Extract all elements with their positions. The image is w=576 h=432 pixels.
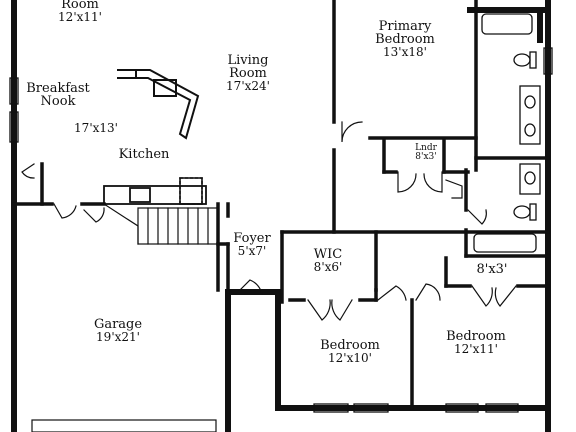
room-label-kitchen: Kitchen [119, 148, 170, 161]
room-label-bedroom-right: Bedroom 12'x11' [446, 330, 506, 355]
room-name: Room [61, 0, 99, 12]
exterior-walls [11, 0, 551, 432]
room-name: Bedroom [320, 338, 380, 353]
room-dims: 12'x11' [454, 342, 498, 356]
room-label-closet: 8'x3' [476, 263, 507, 276]
staircase [103, 203, 219, 245]
room-name: Primary Bedroom [375, 19, 435, 47]
kitchen-counter [103, 177, 207, 205]
room-name: Living Room [227, 53, 269, 81]
room-name: Kitchen [118, 147, 170, 162]
room-name: WIC [313, 247, 343, 262]
room-dims: 12'x11' [58, 10, 102, 24]
room-label-bedroom-left: Bedroom 12'x10' [320, 339, 380, 364]
room-label-foyer: Foyer 5'x7' [233, 232, 270, 257]
room-label-wic: WIC 8'x6' [314, 248, 343, 273]
room-dims: 13'x18' [383, 45, 427, 59]
room-label-primary-bedroom: Primary Bedroom 13'x18' [375, 20, 435, 58]
room-dims: 17'x13' [74, 121, 118, 135]
bath-fixtures [473, 13, 541, 253]
room-name: Foyer [233, 231, 271, 246]
room-label-top: Room 12'x11' [58, 0, 102, 23]
room-name: Breakfast Nook [26, 81, 90, 109]
room-dims: 8'x3' [476, 262, 508, 277]
room-dims: 12'x10' [328, 351, 372, 365]
doors [21, 121, 517, 432]
room-name: Bedroom [446, 329, 506, 344]
room-name: Garage [93, 317, 143, 332]
room-dims: 17'x24' [226, 79, 270, 93]
room-dims-breakfast-nook: 17'x13' [74, 122, 118, 134]
kitchen-island [117, 69, 200, 140]
room-dims: 8'x6' [313, 260, 343, 274]
interior-walls [12, 0, 550, 410]
room-label-laundry: Lndr 8'x3' [415, 144, 437, 162]
room-label-garage: Garage 19'x21' [94, 318, 142, 343]
room-dims: 8'x3' [415, 152, 437, 162]
room-label-breakfast-nook: Breakfast Nook [26, 82, 90, 108]
windows [9, 47, 553, 413]
room-label-living-room: Living Room 17'x24' [226, 54, 270, 92]
room-dims: 19'x21' [96, 330, 140, 344]
room-dims: 5'x7' [237, 244, 267, 258]
room-name: Lndr [415, 143, 437, 153]
